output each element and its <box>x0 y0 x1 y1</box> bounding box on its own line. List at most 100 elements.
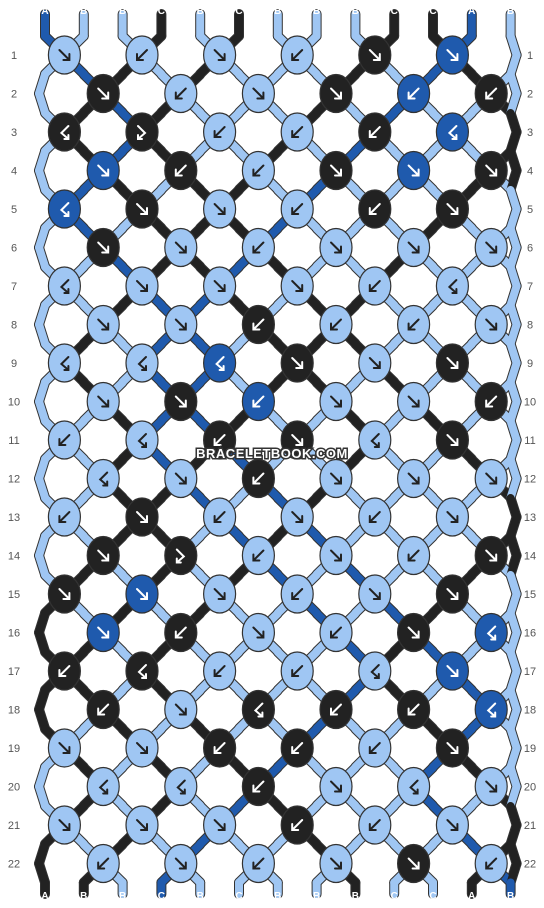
knot-arrow-icon <box>137 433 147 448</box>
strand-label-top: C <box>235 6 242 17</box>
knot-arrow-icon <box>252 472 265 485</box>
knot-arrow-icon <box>409 779 419 795</box>
row-number-right: 16 <box>524 628 536 640</box>
knot <box>358 35 392 75</box>
knot-arrow-icon <box>446 511 459 523</box>
knot-arrow-icon <box>407 318 420 331</box>
knot-arrow-icon <box>98 471 109 487</box>
knot-arrow-icon <box>407 395 420 408</box>
knot <box>319 458 353 499</box>
knot-arrow-icon <box>137 125 147 140</box>
knot-arrow-icon <box>58 511 71 523</box>
knot <box>241 458 275 499</box>
knot <box>241 535 275 576</box>
strand-label-bottom: B <box>119 891 126 902</box>
knot <box>241 227 275 268</box>
row-number-left: 6 <box>11 243 17 255</box>
strand-label-bottom: B <box>274 891 281 902</box>
knot <box>358 651 392 691</box>
knot <box>397 612 431 653</box>
knot-arrow-icon <box>485 87 498 100</box>
row-number-left: 10 <box>8 397 20 409</box>
knot <box>86 304 120 345</box>
knot-arrow-icon <box>446 357 459 369</box>
row-number-right: 5 <box>527 204 533 216</box>
knot <box>397 535 431 576</box>
knot-arrow-icon <box>407 626 420 639</box>
knot-arrow-icon <box>291 357 304 369</box>
knot-arrow-icon <box>174 164 187 177</box>
knot-arrow-icon <box>446 819 459 831</box>
knot-arrow-icon <box>137 356 147 371</box>
knot-arrow-icon <box>174 318 187 331</box>
knot <box>203 574 237 614</box>
row-number-right: 17 <box>524 666 536 678</box>
strand-label-top: A <box>468 6 475 17</box>
knot <box>435 35 469 75</box>
knot <box>319 689 353 730</box>
knot-arrow-icon <box>368 49 381 61</box>
knot <box>474 381 508 422</box>
knot <box>397 843 431 884</box>
row-number-left: 2 <box>11 89 17 101</box>
knot-arrow-icon <box>330 780 342 793</box>
knot-arrow-icon <box>58 434 71 446</box>
knot-arrow-icon <box>407 87 420 100</box>
knot <box>125 266 159 306</box>
knot-arrow-icon <box>368 511 381 523</box>
knot-arrow-icon <box>291 126 304 138</box>
knot-arrow-icon <box>174 472 187 485</box>
knot <box>319 612 353 653</box>
knot <box>319 766 353 807</box>
knot <box>125 189 159 229</box>
knot <box>241 73 275 114</box>
knot <box>241 766 275 807</box>
row-number-left: 4 <box>11 166 17 178</box>
knot-arrow-icon <box>252 780 265 793</box>
knot <box>47 805 82 845</box>
knot-arrow-icon <box>175 548 186 564</box>
knot-arrow-icon <box>174 626 187 639</box>
knot-arrow-icon <box>59 125 70 140</box>
knot <box>397 150 431 191</box>
knot <box>397 304 431 345</box>
row-number-right: 20 <box>524 782 536 794</box>
row-number-right: 15 <box>524 589 536 601</box>
knot-arrow-icon <box>485 241 498 254</box>
strand-label-bottom: C <box>235 891 242 902</box>
knot <box>125 112 159 152</box>
knots-layer <box>47 35 508 884</box>
knot-arrow-icon <box>330 549 342 562</box>
strand-label-bottom: B <box>507 891 514 902</box>
knot-arrow-icon <box>97 703 110 716</box>
knot <box>241 612 275 653</box>
knot <box>164 381 198 422</box>
knot <box>280 574 314 614</box>
row-number-right: 4 <box>527 166 533 178</box>
knot-arrow-icon <box>59 356 70 371</box>
knot <box>474 73 508 114</box>
knot-arrow-icon <box>58 49 71 61</box>
knot <box>164 227 198 268</box>
knot-arrow-icon <box>174 87 187 100</box>
knot <box>125 420 159 460</box>
knot <box>47 420 82 460</box>
knot <box>280 728 314 768</box>
strand-label-top: B <box>274 6 281 17</box>
knot <box>397 458 431 499</box>
row-number-left: 17 <box>8 666 20 678</box>
knot <box>86 458 120 499</box>
strand-label-bottom: B <box>80 891 87 902</box>
knot-arrow-icon <box>252 395 265 408</box>
knot-arrow-icon <box>174 857 187 870</box>
row-number-right: 3 <box>527 127 533 139</box>
knot <box>397 73 431 114</box>
knot-arrow-icon <box>291 511 304 523</box>
row-number-right: 10 <box>524 397 536 409</box>
knot <box>125 35 159 75</box>
knot-arrow-icon <box>97 164 110 177</box>
knot-arrow-icon <box>446 434 459 446</box>
knot <box>164 73 198 114</box>
knot-arrow-icon <box>370 664 380 679</box>
knot <box>280 651 314 691</box>
